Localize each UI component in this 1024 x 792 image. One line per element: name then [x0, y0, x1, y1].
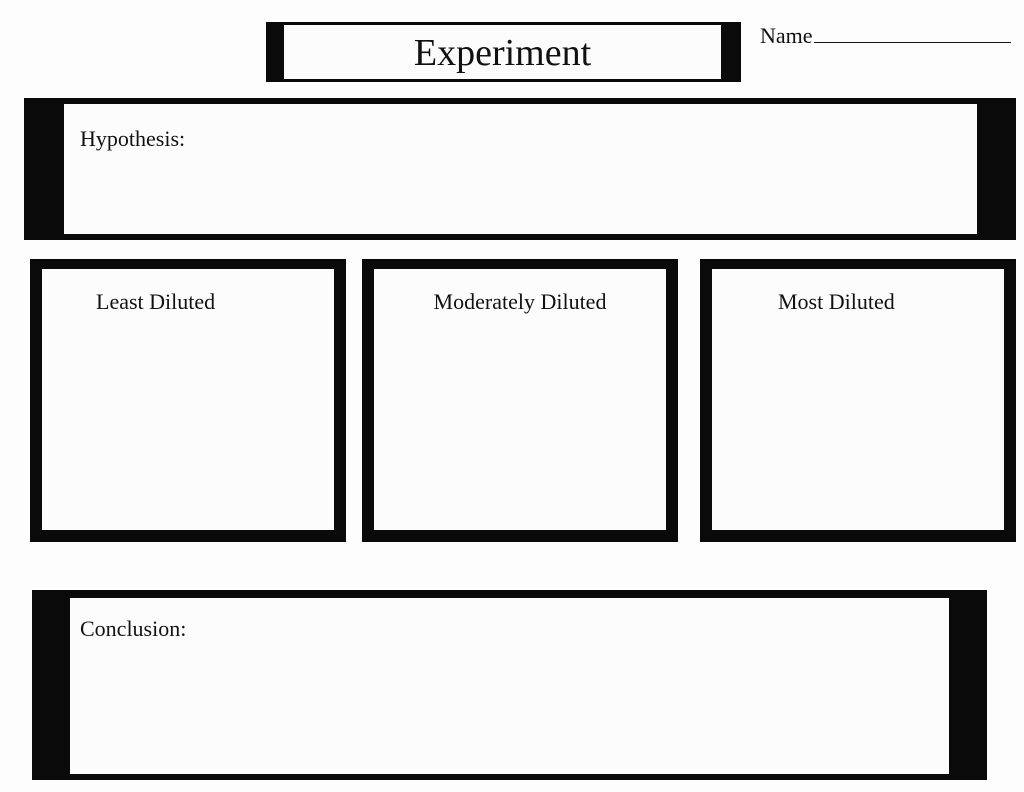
hypothesis-section: Hypothesis:: [24, 98, 1016, 240]
title-banner: Experiment: [266, 22, 741, 82]
panel-most-diluted-label: Most Diluted: [778, 289, 895, 314]
hypothesis-label: Hypothesis:: [80, 126, 186, 151]
panel-least-diluted-area[interactable]: Least Diluted: [42, 269, 334, 530]
name-field[interactable]: Name: [760, 22, 1011, 49]
panel-most-diluted: Most Diluted: [700, 259, 1016, 542]
panel-moderately-diluted: Moderately Diluted: [362, 259, 678, 542]
hypothesis-writing-area[interactable]: Hypothesis:: [64, 104, 977, 234]
panel-least-diluted-label: Least Diluted: [96, 289, 216, 314]
conclusion-section: Conclusion:: [32, 590, 987, 780]
conclusion-writing-area[interactable]: Conclusion:: [70, 598, 949, 774]
conclusion-label: Conclusion:: [80, 616, 187, 641]
panel-least-diluted: Least Diluted: [30, 259, 346, 542]
page-title: Experiment: [413, 32, 592, 74]
panel-moderately-diluted-area[interactable]: Moderately Diluted: [374, 269, 666, 530]
title-banner-inner: Experiment: [284, 25, 721, 79]
name-label: Name: [760, 23, 813, 48]
name-blank-line[interactable]: [813, 22, 1011, 43]
panel-most-diluted-area[interactable]: Most Diluted: [712, 269, 1004, 530]
panel-moderately-diluted-label: Moderately Diluted: [433, 289, 607, 314]
